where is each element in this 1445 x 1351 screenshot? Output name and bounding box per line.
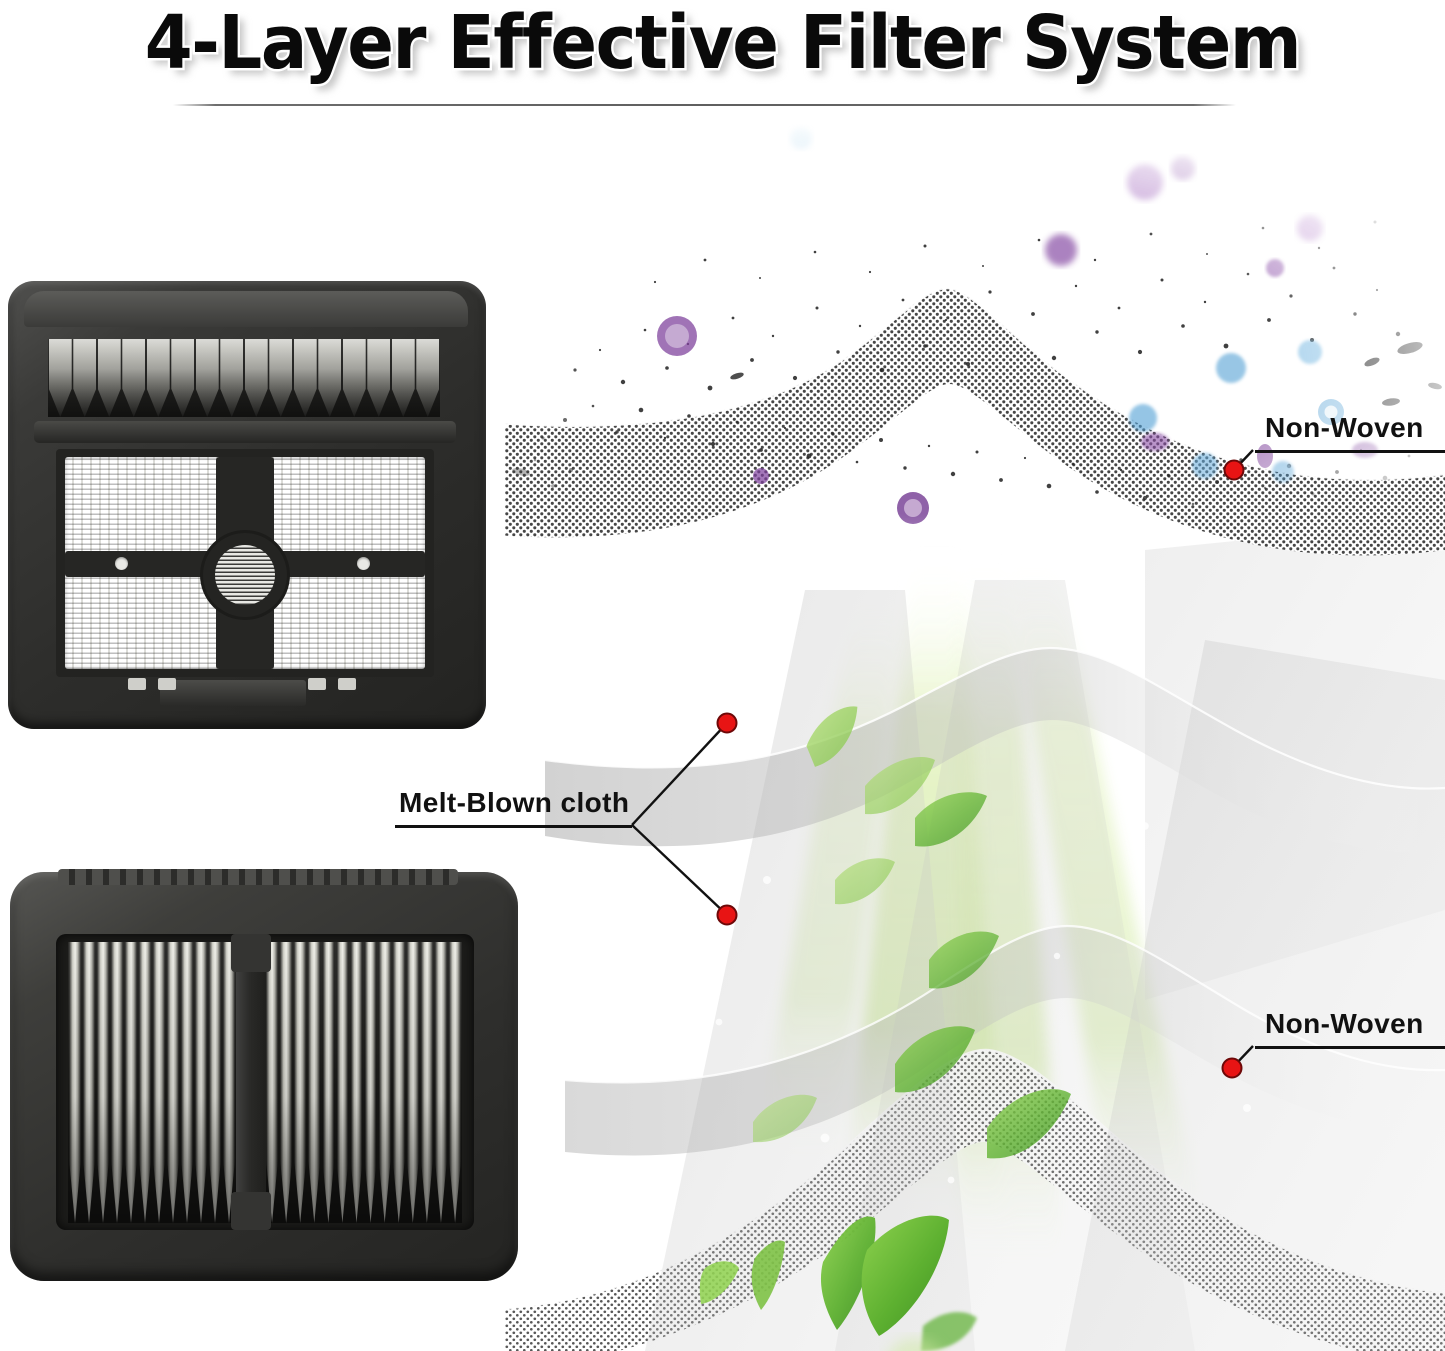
filter-mesh-pad-bottom-left: [65, 569, 225, 669]
callout-label: Non-Woven: [1265, 1008, 1424, 1039]
filter-pleat-bay-right: [265, 942, 462, 1223]
title-divider: [173, 104, 1236, 106]
callout-label: Non-Woven: [1265, 412, 1424, 443]
filter-mesh-pad-bottom-right: [265, 569, 425, 669]
page-title: 4-Layer Effective Filter System: [142, 0, 1304, 89]
callout-label: Melt-Blown cloth: [399, 787, 630, 818]
filter-mesh-pad-top-left: [65, 457, 225, 560]
green-leaves: [699, 706, 1071, 1351]
pleated-hepa-filter-bottom-photo: [10, 869, 518, 1281]
title-block: 4-Layer Effective Filter System 4-Layer …: [0, 0, 1445, 92]
page-title-shadow: 4-Layer Effective Filter System: [150, 6, 1308, 92]
filter-screw-left: [115, 557, 128, 570]
filtration-illustration: [505, 120, 1445, 1351]
filter-clip: [338, 678, 356, 690]
filter-clip: [308, 678, 326, 690]
callout-underline: [395, 825, 632, 828]
filter-center-mesh: [215, 545, 275, 605]
non-woven-layer-top: [505, 286, 1445, 556]
callout-underline: [1255, 450, 1445, 453]
melt-blown-layer-upper: [544, 646, 1445, 853]
filter-clip: [158, 678, 176, 690]
callout-underline: [1255, 1046, 1445, 1049]
filter-pleat-bay-left: [68, 942, 236, 1223]
filter-bottom-tab: [160, 680, 306, 706]
germ-purple: [657, 156, 1378, 524]
filter-top-edge: [24, 291, 468, 327]
dust-particle-cloud: [512, 127, 1442, 554]
sparkle-highlights: [715, 822, 1251, 1184]
filter-pleat-teeth: [48, 339, 440, 417]
filter-ledge: [34, 421, 456, 443]
filter-screw-right: [357, 557, 370, 570]
filter-top-ridge: [58, 869, 458, 885]
pleated-hepa-filter-top-photo: [8, 281, 486, 729]
filter-center-divider: [236, 934, 266, 1230]
filter-clip: [128, 678, 146, 690]
filter-mesh-pad-top-right: [265, 457, 425, 560]
filter-divider-cap-top: [231, 934, 271, 972]
germ-blue: [790, 127, 1344, 483]
filter-divider-cap-bottom: [231, 1192, 271, 1230]
